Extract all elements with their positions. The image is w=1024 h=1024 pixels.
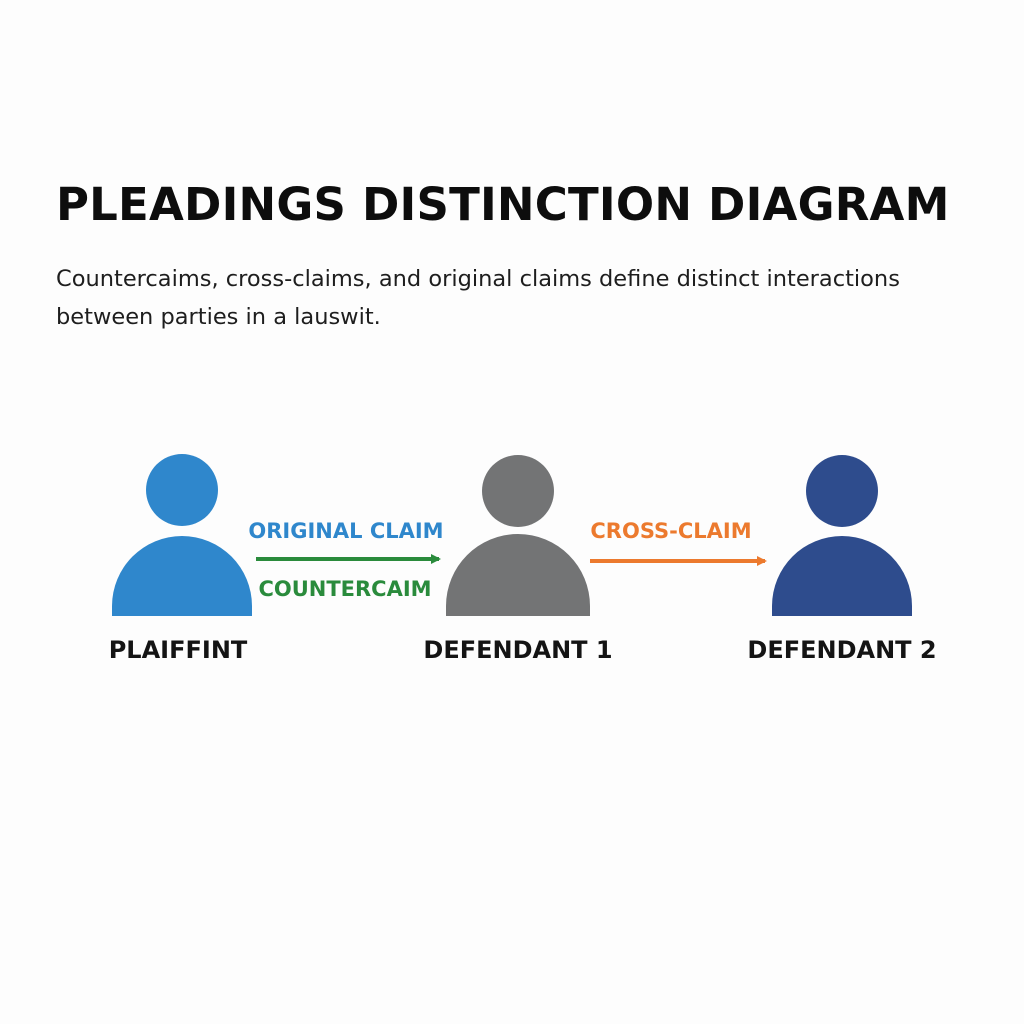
page-title: PLEADINGS DISTINCTION DIAGRAM (56, 178, 950, 231)
defendant-2-party: DEFENDANT 2 (747, 455, 937, 664)
plaintiff-party: PLAIFFINT (109, 454, 252, 664)
cross-claim-label: CROSS-CLAIM (590, 519, 751, 543)
defendant-1-person-icon (446, 455, 590, 616)
cross-claim-connection: CROSS-CLAIM (590, 519, 767, 566)
plaintiff-label: PLAIFFINT (109, 636, 248, 664)
original-claim-connection: ORIGINAL CLAIM COUNTERCAIM (248, 519, 443, 601)
countercaim-label: COUNTERCAIM (258, 577, 431, 601)
page-subtitle: Countercaims, cross-claims, and original… (56, 266, 900, 330)
defendant-1-label: DEFENDANT 1 (423, 636, 612, 664)
defendant-2-person-icon (772, 455, 912, 616)
plaintiff-person-icon (112, 454, 252, 616)
original-claim-label: ORIGINAL CLAIM (248, 519, 443, 543)
defendant-2-label: DEFENDANT 2 (747, 636, 936, 664)
defendant-1-party: DEFENDANT 1 (423, 455, 613, 664)
